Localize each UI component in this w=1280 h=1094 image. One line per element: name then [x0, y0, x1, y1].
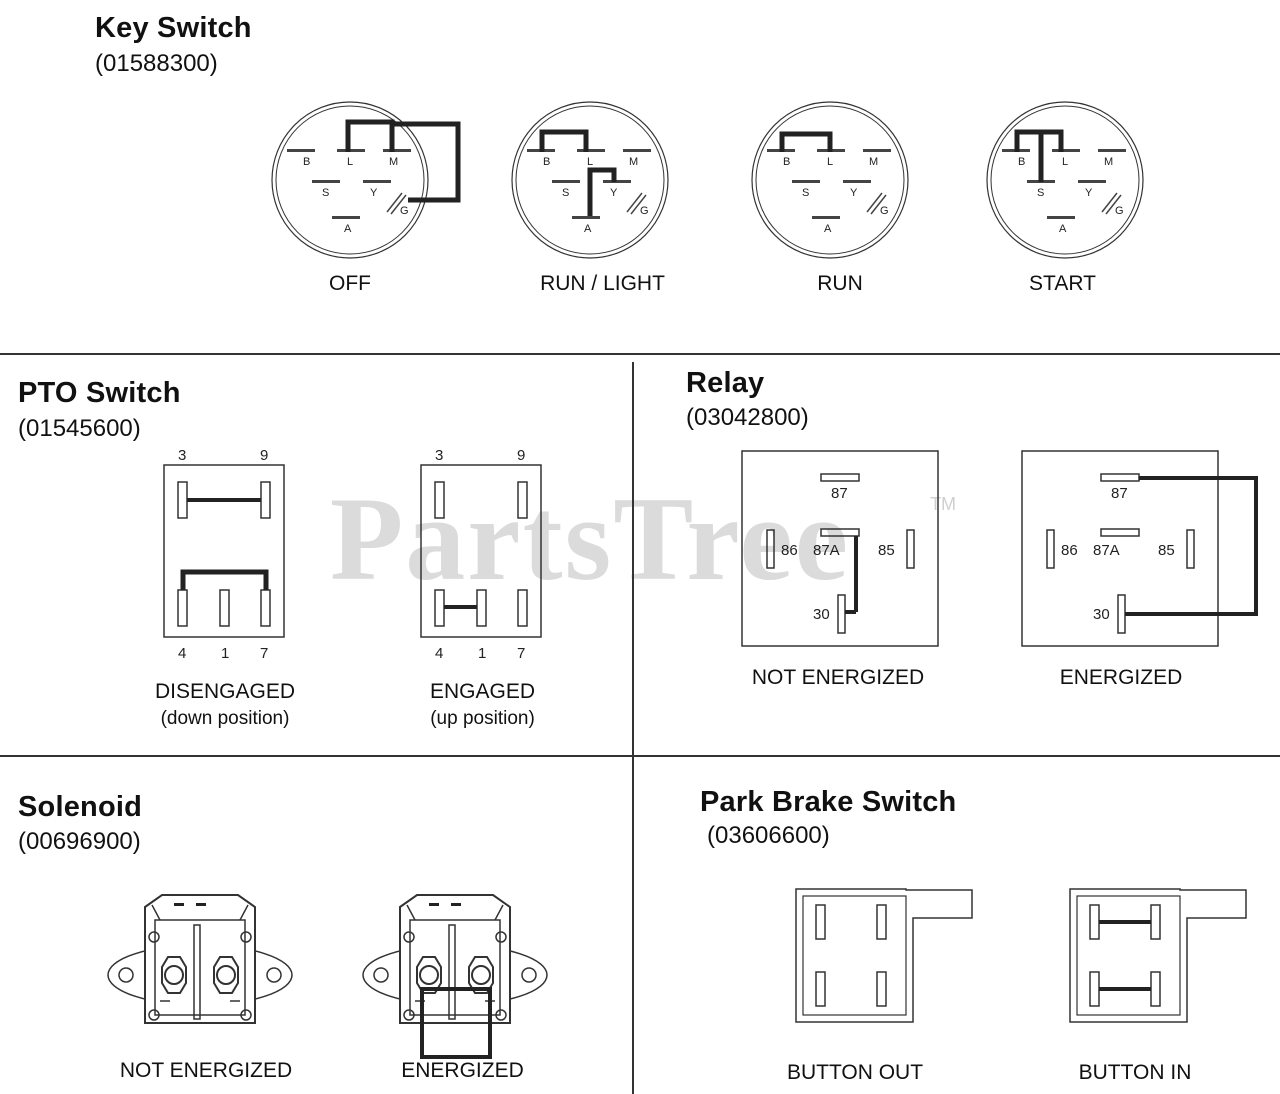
pto-label-disengaged: DISENGAGED — [154, 680, 296, 703]
pto-e-pin-4: 4 — [435, 645, 443, 662]
key-switch-label-start: START — [1029, 272, 1096, 295]
relay-ne-87: 87 — [831, 485, 848, 502]
pto-sub-disengaged: (down position) — [160, 708, 290, 729]
park-brake-button-in — [1069, 888, 1247, 1023]
pto-switch-disengaged: 3 9 4 1 7 — [163, 447, 285, 662]
relay-ne-85: 85 — [878, 542, 895, 559]
ks-off-y: Y — [370, 187, 378, 199]
relay-e-86: 86 — [1061, 542, 1078, 559]
solenoid-part: (00696900) — [18, 828, 141, 855]
key-switch-off: B L M S Y G A — [271, 101, 461, 259]
relay-e-87: 87 — [1111, 485, 1128, 502]
pto-d-pin-4: 4 — [178, 645, 186, 662]
divider-top — [0, 353, 1280, 355]
key-switch-label-run-light: RUN / LIGHT — [540, 272, 665, 295]
ks-run-b: B — [783, 156, 790, 168]
pto-e-pin-1: 1 — [478, 645, 486, 662]
watermark-tm: TM — [930, 494, 956, 514]
ks-rl-y: Y — [610, 187, 618, 199]
pto-d-pin-7: 7 — [260, 645, 268, 662]
pto-d-pin-3: 3 — [178, 447, 186, 464]
park-brake-label-button-in: BUTTON IN — [1078, 1061, 1192, 1084]
relay-part: (03042800) — [686, 404, 809, 431]
relay-e-85: 85 — [1158, 542, 1175, 559]
relay-ne-30: 30 — [813, 606, 830, 623]
pto-e-pin-3: 3 — [435, 447, 443, 464]
ks-rl-a: A — [584, 223, 592, 235]
ks-off-a: A — [344, 223, 352, 235]
pto-sub-engaged: (up position) — [430, 708, 535, 729]
ks-run-s: S — [802, 187, 809, 199]
ks-start-b: B — [1018, 156, 1025, 168]
pto-d-pin-1: 1 — [221, 645, 229, 662]
watermark-text: PartsTree — [330, 472, 850, 605]
park-brake-title: Park Brake Switch — [700, 786, 957, 818]
ks-start-l: L — [1062, 156, 1068, 168]
key-switch-label-run: RUN — [817, 272, 863, 295]
ks-off-m: M — [389, 156, 398, 168]
ks-start-g: G — [1115, 205, 1124, 217]
solenoid-label-not-energized: NOT ENERGIZED — [119, 1059, 293, 1082]
relay-ne-87a: 87A — [813, 542, 840, 559]
ks-rl-s: S — [562, 187, 569, 199]
ks-rl-b: B — [543, 156, 550, 168]
solenoid-label-energized: ENERGIZED — [401, 1059, 524, 1082]
ks-run-l: L — [827, 156, 833, 168]
solenoid-energized — [362, 894, 548, 1059]
relay-label-not-energized: NOT ENERGIZED — [751, 666, 925, 689]
key-switch-run-light: B L M S Y G A — [511, 101, 669, 259]
ks-run-m: M — [869, 156, 878, 168]
ks-rl-m: M — [629, 156, 638, 168]
ks-run-g: G — [880, 205, 889, 217]
ks-off-s: S — [322, 187, 329, 199]
ks-off-l: L — [347, 156, 353, 168]
ks-run-a: A — [824, 223, 832, 235]
relay-e-87a: 87A — [1093, 542, 1120, 559]
ks-start-a: A — [1059, 223, 1067, 235]
key-switch-part: (01588300) — [95, 50, 218, 77]
ks-rl-g: G — [640, 205, 649, 217]
key-switch-title: Key Switch — [95, 12, 252, 44]
key-switch-run: B L M S Y G A — [751, 101, 909, 259]
park-brake-button-out — [795, 888, 973, 1023]
pto-label-engaged: ENGAGED — [429, 680, 536, 703]
key-switch-start: B L M S Y G A — [986, 101, 1144, 259]
relay-energized: 87 86 87A 85 30 — [1021, 450, 1258, 647]
ks-start-m: M — [1104, 156, 1113, 168]
ks-off-b: B — [303, 156, 310, 168]
pto-switch-part: (01545600) — [18, 415, 141, 442]
pto-switch-title: PTO Switch — [18, 377, 181, 409]
pto-d-pin-9: 9 — [260, 447, 268, 464]
ks-rl-l: L — [587, 156, 593, 168]
relay-not-energized: 87 86 87A 85 30 — [741, 450, 939, 647]
park-brake-label-button-out: BUTTON OUT — [786, 1061, 924, 1084]
ks-off-g: G — [400, 205, 409, 217]
ks-run-y: Y — [850, 187, 858, 199]
divider-middle — [0, 755, 1280, 757]
pto-switch-engaged: 3 9 4 1 7 — [420, 447, 542, 662]
relay-label-energized: ENERGIZED — [1059, 666, 1183, 689]
relay-e-30: 30 — [1093, 606, 1110, 623]
solenoid-not-energized — [107, 894, 293, 1024]
park-brake-part: (03606600) — [707, 822, 830, 849]
key-switch-label-off: OFF — [329, 272, 371, 295]
relay-title: Relay — [686, 367, 765, 399]
divider-vertical — [632, 362, 634, 1094]
ks-start-s: S — [1037, 187, 1044, 199]
solenoid-title: Solenoid — [18, 791, 143, 823]
pto-e-pin-9: 9 — [517, 447, 525, 464]
pto-e-pin-7: 7 — [517, 645, 525, 662]
ks-start-y: Y — [1085, 187, 1093, 199]
relay-ne-86: 86 — [781, 542, 798, 559]
